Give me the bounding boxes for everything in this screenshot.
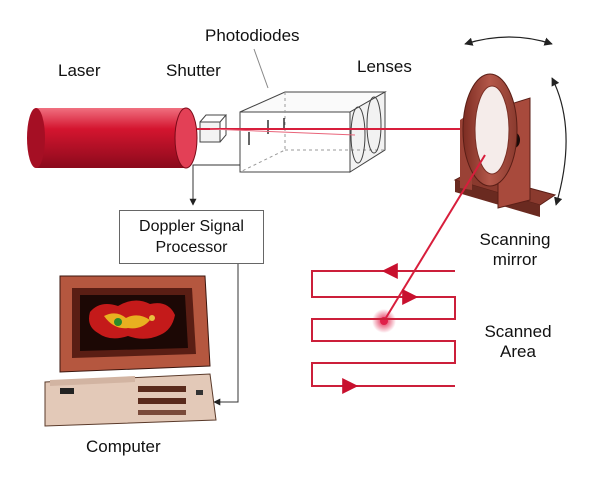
- scanning-mirror-label: Scanning mirror: [470, 230, 560, 270]
- photodiode-box-icon: [239, 91, 387, 173]
- photodiodes-leader: [253, 48, 269, 89]
- scanning-label-line1: Scanning: [479, 230, 551, 249]
- laser-label: Laser: [58, 61, 101, 80]
- doppler-label-line1: Doppler Signal: [139, 218, 244, 235]
- photodiodes-label: Photodiodes: [205, 26, 300, 45]
- signal-connectors: [189, 164, 240, 406]
- scan-raster-path: [311, 263, 456, 394]
- doppler-signal-processor-box: Doppler Signal Processor: [119, 210, 264, 264]
- computer-label: Computer: [86, 437, 161, 456]
- rotation-arrow-icon: [464, 36, 567, 206]
- scanned-area-label: Scanned Area: [478, 322, 558, 362]
- shutter-icon: [199, 114, 228, 143]
- scan-beam: [383, 154, 486, 322]
- scanned-label-line1: Scanned: [484, 322, 552, 341]
- laser-icon: [27, 107, 198, 169]
- scanning-label-line2: mirror: [492, 250, 538, 269]
- return-beam: [209, 128, 356, 136]
- lenses-label: Lenses: [357, 57, 412, 76]
- doppler-label-line2: Processor: [155, 239, 228, 256]
- scanning-mirror-icon: [453, 73, 557, 217]
- computer-icon: [44, 275, 217, 427]
- scanned-label-line2: Area: [500, 342, 536, 361]
- shutter-label: Shutter: [166, 61, 221, 80]
